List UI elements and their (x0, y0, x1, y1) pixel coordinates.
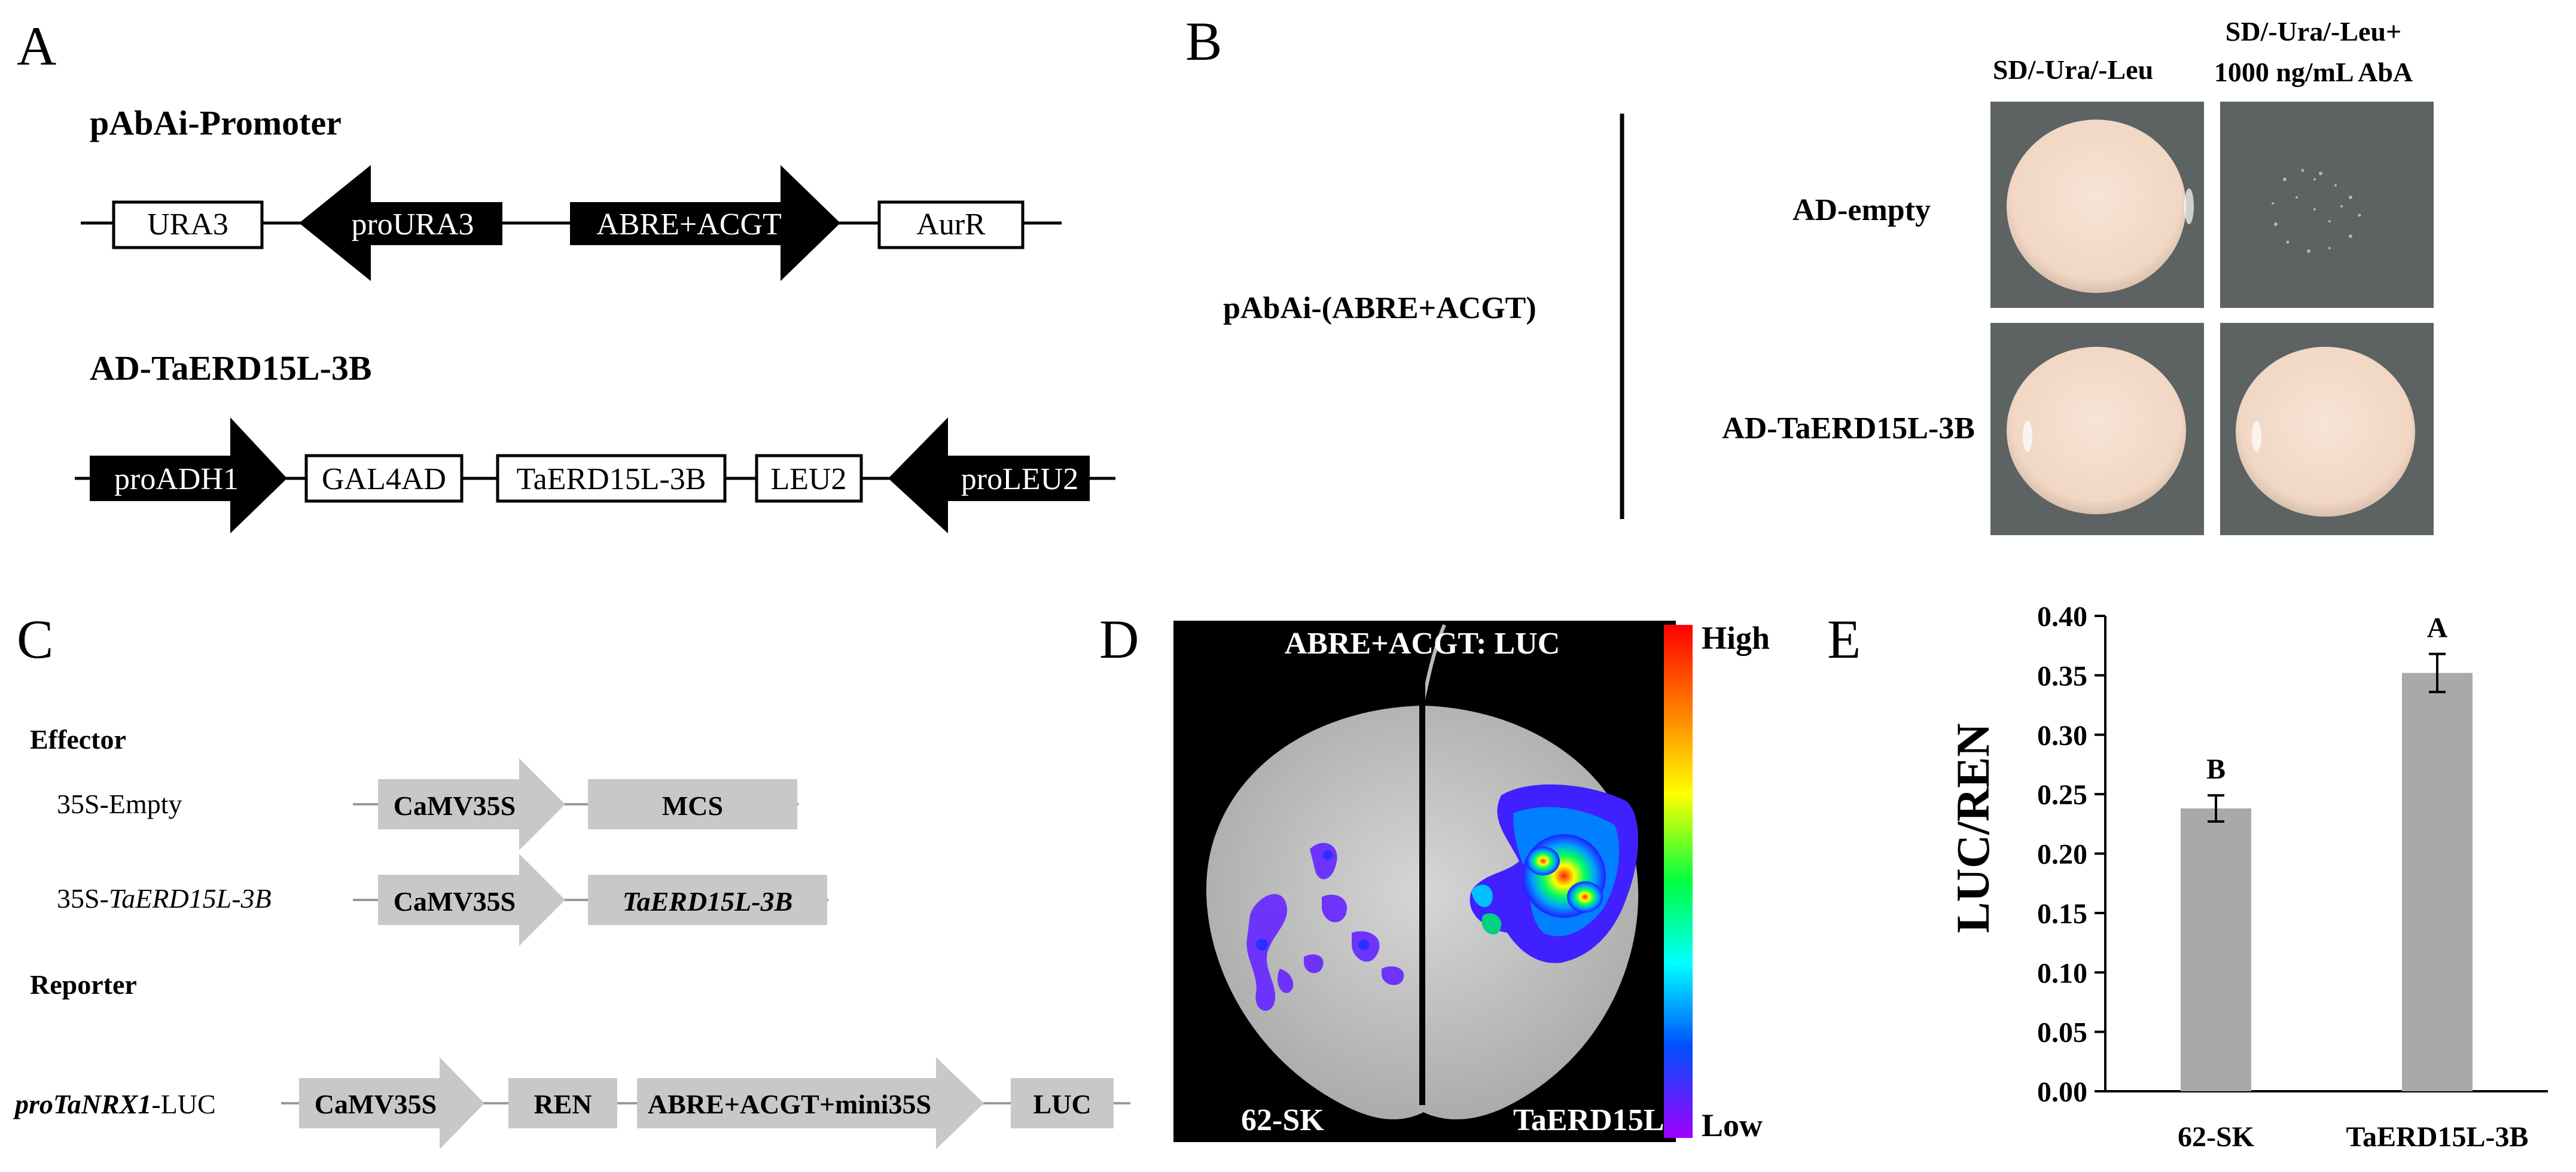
scale-high-label: High (1702, 620, 1770, 656)
panel-letter-e: E (1827, 609, 1861, 670)
panel-letter-a: A (17, 16, 56, 77)
bar (2402, 673, 2473, 1091)
y-tick-label: 0.30 (2037, 720, 2087, 752)
significance-letter: A (2427, 612, 2448, 644)
ren-box (508, 1078, 617, 1128)
y-tick-label: 0.25 (2037, 779, 2087, 811)
reporter-label: proTaNRX1-LUC (13, 1089, 216, 1119)
colony-r1c2-faint (2272, 169, 2361, 253)
panel-e: E LUC/REN 0.000.050.100.150.200.250.300.… (1827, 601, 2548, 1153)
scale-low-label: Low (1702, 1107, 1763, 1143)
construct2-title: AD-TaERD15L-3B (90, 349, 372, 387)
column-header-2-line2: 1000 ng/mL AbA (2214, 57, 2413, 87)
ura3-box (112, 200, 264, 249)
construct2-map: proADH1 GAL4AD TaERD15L-3B LEU2 proLEU2 (75, 417, 1115, 533)
y-tick-label: 0.35 (2037, 660, 2087, 692)
abre-mini35s-label: ABRE+ACGT+mini35S (648, 1089, 931, 1119)
camv35s-arrow-3 (299, 1057, 484, 1149)
gal4ad-label: GAL4AD (322, 462, 446, 496)
proleu2-arrow (888, 417, 1090, 533)
row-label-ad-empty: AD-empty (1792, 193, 1931, 227)
panel-c: C Effector Reporter 35S-Empty CaMV35S MC… (13, 609, 1130, 1149)
bar-chart: 0.00 0.05 0.10 0.15 0.20 0.25 0.30 0.35 0.40B 62-… (2037, 601, 2548, 1153)
construct1-map: URA3 proURA3 ABRE+ACGT AurR (81, 165, 1062, 281)
mcs-box (588, 779, 797, 829)
ura3-label: URA3 (147, 207, 228, 242)
x-category-label: 62-SK (2178, 1121, 2254, 1153)
camv35s-label-2: CaMV35S (394, 886, 516, 917)
camv35s-label-1: CaMV35S (394, 791, 516, 821)
colony-r2c2 (2236, 347, 2415, 517)
taerd15l-effector-box (588, 875, 827, 925)
camv35s-arrow-2 (378, 854, 565, 946)
leu2-box (755, 454, 863, 503)
x-category-label: TaERD15L-3B (2346, 1121, 2529, 1153)
luc-box (1011, 1078, 1114, 1128)
color-scale-bar (1664, 625, 1693, 1138)
proadh1-arrow (90, 417, 287, 533)
panel-a: A pAbAi-Promoter URA3 proURA3 ABRE+ACGT … (17, 16, 1115, 533)
proadh1-label: proADH1 (114, 462, 239, 496)
proleu2-label: proLEU2 (961, 462, 1078, 496)
taerd15l-label: TaERD15L-3B (517, 462, 706, 496)
effector2-label: 35S-TaERD15L-3B (57, 883, 272, 914)
prourA3-arrow (299, 165, 502, 281)
abre-mini35s-arrow (637, 1057, 984, 1149)
leaf-label-left: 62-SK (1241, 1103, 1324, 1137)
row-label-ad-taerd15l: AD-TaERD15L-3B (1722, 411, 1975, 445)
abre-acgt-label: ABRE+ACGT (596, 207, 782, 242)
plate-r1c2 (2220, 102, 2434, 308)
y-tick-label: 0.15 (2037, 898, 2087, 930)
construct1-title: pAbAi-Promoter (90, 103, 342, 142)
aurr-label: AurR (916, 207, 986, 242)
reporter-suffix: -LUC (151, 1089, 215, 1119)
abre-acgt-arrow (570, 165, 840, 281)
y-axis-title: LUC/REN (1947, 723, 1999, 933)
effector2-gene: TaERD15L-3B (109, 883, 272, 914)
taerd15l-box (496, 454, 727, 503)
reporter-title: Reporter (30, 969, 137, 1000)
column-header-2-line1: SD/-Ura/-Leu+ (2226, 16, 2402, 47)
camv35s-arrow-1 (378, 758, 565, 850)
ren-label: REN (534, 1089, 592, 1119)
y-tick-label: 0.40 (2037, 601, 2087, 633)
y-tick-label: 0.05 (2037, 1017, 2087, 1049)
bar (2181, 808, 2251, 1091)
prourA3-label: proURA3 (351, 207, 474, 242)
column-header-1: SD/-Ura/-Leu (1993, 54, 2153, 85)
panel-d: D ABRE+ACGT: LUC (1099, 609, 1770, 1143)
effector-title: Effector (30, 724, 126, 755)
reporter-promoter: proTaNRX1 (13, 1089, 151, 1119)
mcs-label: MCS (662, 791, 723, 821)
colony-r1c1 (2007, 120, 2186, 293)
significance-letter: B (2206, 753, 2226, 785)
panel-letter-b: B (1185, 11, 1222, 72)
taerd15l-effector-label: TaERD15L-3B (623, 886, 793, 917)
luc-label: LUC (1033, 1089, 1091, 1119)
gal4ad-box (304, 454, 464, 503)
y-tick-label: 0.20 (2037, 839, 2087, 871)
camv35s-label-3: CaMV35S (315, 1089, 437, 1119)
signal-right (1470, 784, 1638, 963)
luc-image-title: ABRE+ACGT: LUC (1285, 627, 1560, 661)
effector1-label: 35S-Empty (57, 789, 182, 819)
y-tick-label: 0.00 (2037, 1076, 2087, 1108)
panel-letter-c: C (17, 609, 53, 670)
leu2-label: LEU2 (770, 462, 846, 496)
bait-label: pAbAi-(ABRE+ACGT) (1223, 291, 1537, 325)
panel-b: B SD/-Ura/-Leu SD/-Ura/-Leu+ 1000 ng/mL … (1185, 11, 2434, 535)
panel-letter-d: D (1099, 609, 1139, 670)
y-tick-label: 0.10 (2037, 957, 2087, 989)
colony-r2c1 (2007, 347, 2186, 514)
effector2-prefix: 35S- (57, 883, 109, 914)
aurr-box (877, 200, 1025, 249)
